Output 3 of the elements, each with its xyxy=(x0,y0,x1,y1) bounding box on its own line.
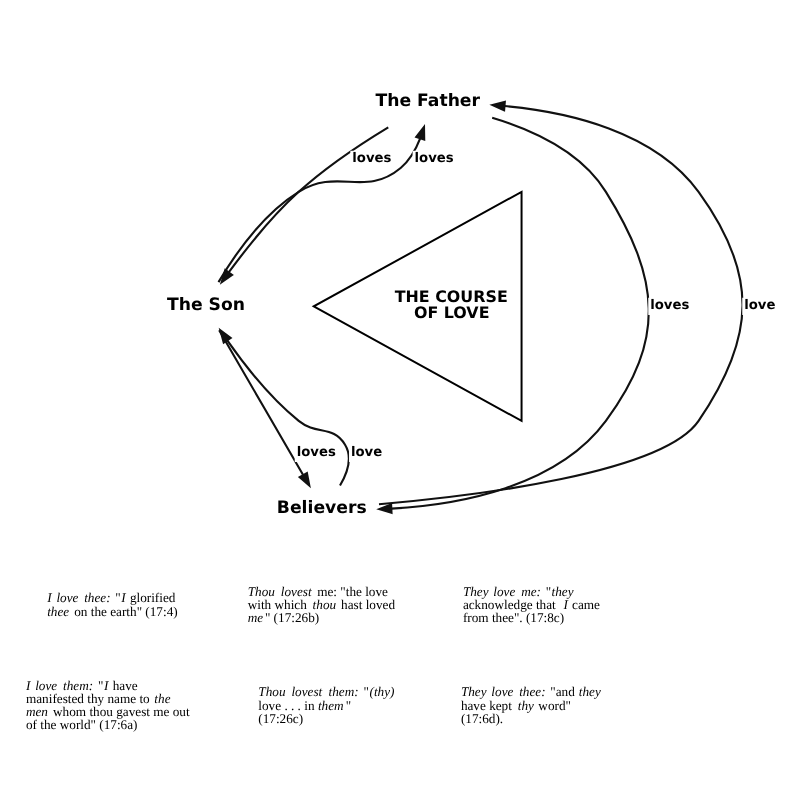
node-text: Believers xyxy=(276,497,367,518)
node-text: The Father xyxy=(375,91,481,112)
node-text: The Son xyxy=(166,294,245,315)
